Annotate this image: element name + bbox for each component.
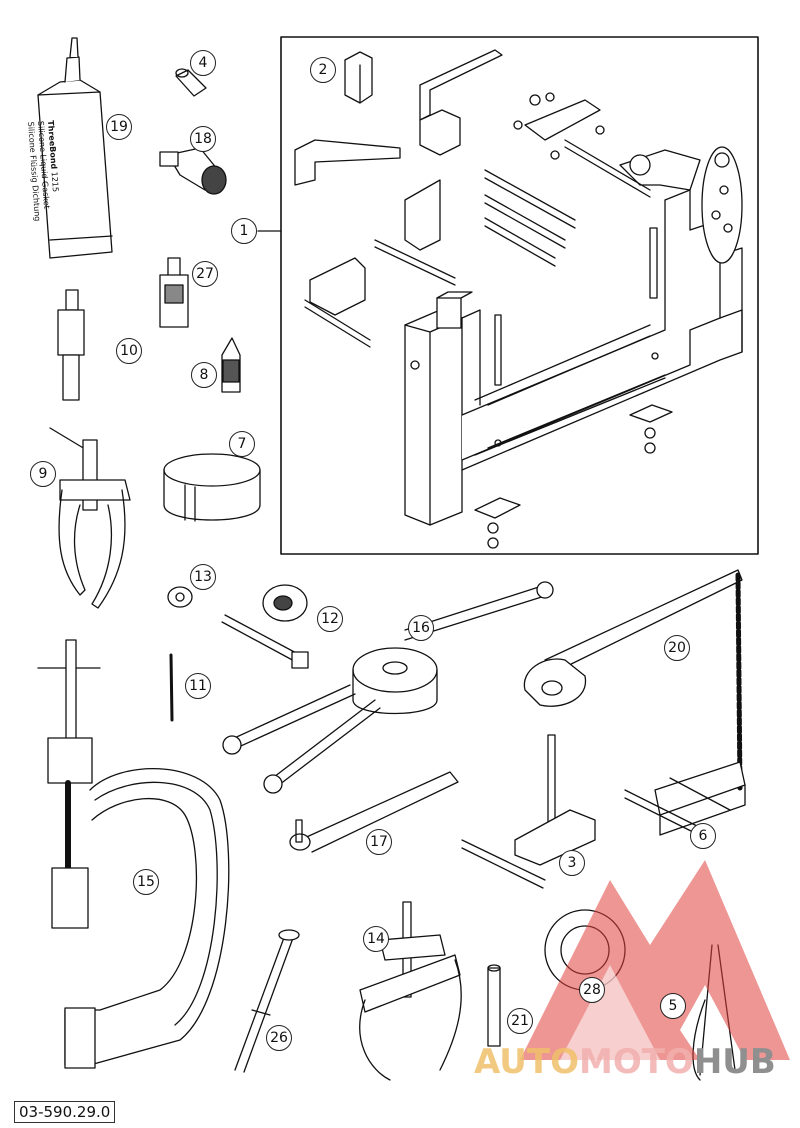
- sleeve-4: [175, 68, 207, 97]
- callout-19[interactable]: 19: [106, 114, 132, 140]
- watermark-text: AUTOMOTOHUB: [474, 1042, 776, 1082]
- chain-holder-20: [523, 569, 743, 793]
- flywheel-puller-16: [222, 581, 554, 794]
- bearing-bolt-12: [221, 584, 309, 669]
- two-jaw-puller-9: [49, 427, 131, 609]
- callout-20[interactable]: 20: [664, 635, 690, 661]
- engine-stand-drawing: [294, 49, 743, 549]
- callout-7[interactable]: 7: [229, 431, 255, 457]
- callout-12[interactable]: 12: [317, 606, 343, 632]
- bearing-puller-14: [359, 901, 462, 1081]
- ring-clamp-7: [163, 453, 261, 522]
- callout-16[interactable]: 16: [408, 615, 434, 641]
- small-tube-8: [221, 337, 241, 393]
- callout-1[interactable]: 1: [231, 218, 257, 244]
- callout-3[interactable]: 3: [559, 850, 585, 876]
- callout-11[interactable]: 11: [185, 673, 211, 699]
- slide-tool-6: [624, 761, 746, 839]
- nut-13: [167, 586, 193, 608]
- callout-18[interactable]: 18: [190, 126, 216, 152]
- engine-stand-frame-box: [280, 36, 759, 555]
- callout-28[interactable]: 28: [579, 977, 605, 1003]
- bottle-27: [159, 257, 189, 328]
- pin-tool-21: [487, 964, 501, 1047]
- tube-code: 1215: [49, 171, 61, 193]
- watermark-hub: HUB: [693, 1042, 776, 1082]
- watermark-logo-mark: [520, 860, 790, 1060]
- watermark-moto: MOTO: [578, 1042, 694, 1082]
- callout-13[interactable]: 13: [190, 564, 216, 590]
- callout-8[interactable]: 8: [191, 362, 217, 388]
- callout-6[interactable]: 6: [690, 823, 716, 849]
- callout-5[interactable]: 5: [660, 993, 686, 1019]
- callout-14[interactable]: 14: [363, 926, 389, 952]
- callout-21[interactable]: 21: [507, 1008, 533, 1034]
- callout-15[interactable]: 15: [133, 869, 159, 895]
- callout-9[interactable]: 9: [30, 461, 56, 487]
- callout-27[interactable]: 27: [192, 261, 218, 287]
- pin-11: [169, 653, 174, 722]
- callout-10[interactable]: 10: [116, 338, 142, 364]
- holding-bar-17: [289, 771, 459, 853]
- socket-tool-18: [159, 147, 227, 195]
- watermark-auto: AUTO: [474, 1042, 579, 1082]
- callout-2[interactable]: 2: [310, 57, 336, 83]
- callout-26[interactable]: 26: [266, 1025, 292, 1051]
- syringe-26: [234, 929, 300, 1073]
- valve-spring-compressor-15: [37, 639, 230, 1069]
- callout-17[interactable]: 17: [366, 829, 392, 855]
- callout-4[interactable]: 4: [190, 50, 216, 76]
- puller-shaft-10: [57, 289, 85, 401]
- sealant-tube-19: [37, 37, 113, 259]
- crankshaft-tool-3: [461, 734, 596, 889]
- part-number-label: 03-590.29.0: [14, 1101, 116, 1123]
